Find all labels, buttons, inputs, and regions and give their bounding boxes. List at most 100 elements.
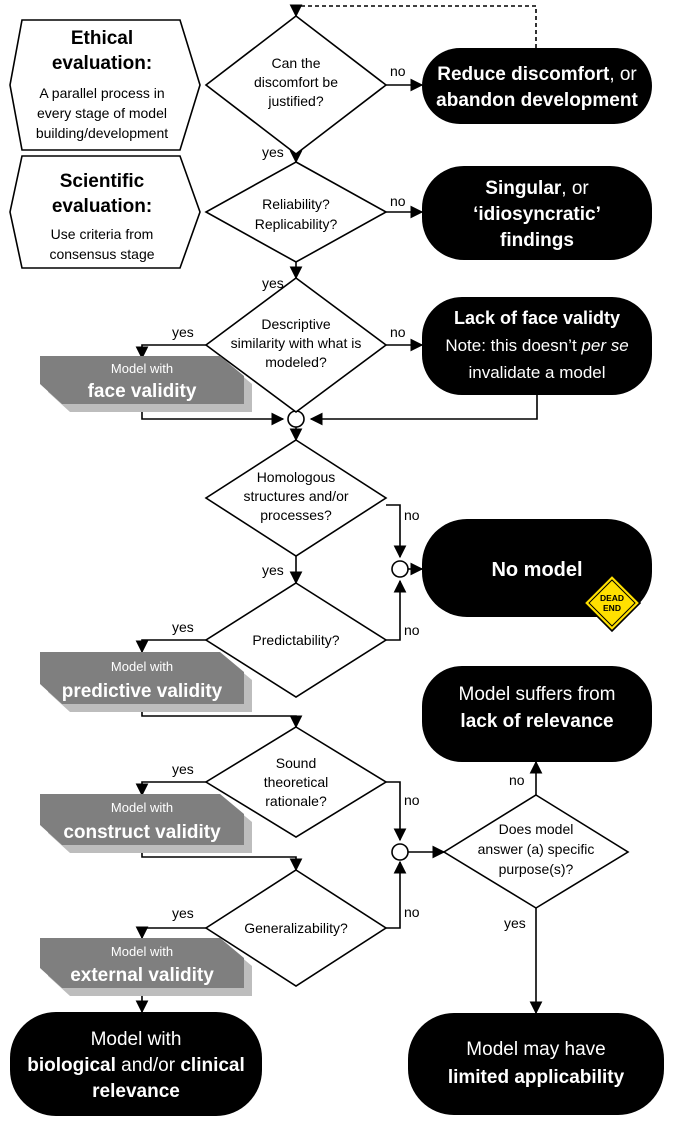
label-no: no (390, 63, 406, 79)
svg-text:lack of relevance: lack of relevance (460, 711, 613, 732)
dead-end-sign-icon: DEAD END (582, 573, 642, 633)
decision-reliability: Reliability? Replicability? (204, 161, 388, 263)
svg-text:Model suffers from: Model suffers from (459, 684, 616, 705)
svg-text:construct validity: construct validity (63, 822, 221, 843)
svg-text:purpose(s)?: purpose(s)? (499, 861, 574, 877)
edge-generalizability-yes (135, 926, 206, 940)
svg-text:END: END (603, 603, 621, 613)
svg-text:‘idiosyncratic’: ‘idiosyncratic’ (473, 204, 601, 225)
label-no: no (404, 904, 420, 920)
svg-text:biological and/or clinical: biological and/or clinical (27, 1055, 245, 1076)
label-no: no (390, 193, 406, 209)
svg-text:abandon development: abandon development (436, 90, 638, 111)
label-no: no (404, 507, 420, 523)
ethical-title-2: evaluation: (52, 53, 152, 74)
edge-labels: no yes no yes no yes no yes no yes yes n… (172, 63, 526, 931)
svg-text:similarity with what is: similarity with what is (231, 335, 362, 351)
svg-text:Predictability?: Predictability? (252, 632, 339, 648)
junction-circle-icon (287, 410, 305, 428)
svg-text:discomfort be: discomfort be (254, 74, 338, 90)
scientific-desc-1: Use criteria from (51, 226, 154, 242)
svg-text:structures and/or: structures and/or (243, 488, 348, 504)
svg-text:processes?: processes? (260, 507, 332, 523)
outcome-lack-face-validity: Lack of face validty Note: this doesn’t … (422, 297, 652, 395)
edge-lackface-to-junction (309, 395, 538, 426)
label-yes: yes (262, 144, 284, 160)
label-yes: yes (504, 915, 526, 931)
label-no: no (390, 324, 406, 340)
edge-theory-yes (135, 781, 206, 797)
svg-text:Reduce discomfort, or: Reduce discomfort, or (437, 64, 637, 85)
feedback-loop-arrow (289, 4, 537, 48)
edge-theory-no (386, 781, 407, 842)
svg-text:Model may have: Model may have (466, 1039, 605, 1060)
outcome-no-model: No model DEAD END (422, 519, 652, 633)
svg-text:external validity: external validity (70, 965, 214, 986)
decision-purpose: Does model answer (a) specific purpose(s… (442, 794, 630, 909)
decision-similarity: Descriptive similarity with what is mode… (204, 277, 388, 413)
svg-text:Descriptive: Descriptive (261, 316, 330, 332)
svg-text:Model with: Model with (111, 361, 173, 376)
outcome-limited-applicability: Model may have limited applicability (408, 1013, 664, 1115)
svg-text:face validity: face validity (88, 381, 197, 402)
label-yes: yes (172, 905, 194, 921)
decision-homologous: Homologous structures and/or processes? (204, 439, 388, 557)
ethical-desc-2: every stage of model (37, 105, 167, 121)
scientific-title-1: Scientific (60, 171, 145, 192)
edge-similarity-yes (135, 344, 206, 360)
svg-text:Note: this doesn’t per se: Note: this doesn’t per se (445, 336, 628, 355)
scientific-desc-2: consensus stage (49, 246, 154, 262)
svg-text:limited applicability: limited applicability (448, 1067, 625, 1088)
svg-text:invalidate a model: invalidate a model (468, 363, 605, 382)
outcome-biological-relevance: Model with biological and/or clinical re… (10, 1012, 262, 1116)
svg-text:Generalizability?: Generalizability? (244, 920, 348, 936)
decision-predictability: Predictability? (204, 582, 388, 698)
ethical-desc-1: A parallel process in (39, 85, 164, 101)
edge-homologous-no (386, 504, 407, 559)
junction-circle-icon (391, 560, 409, 578)
label-no: no (509, 772, 525, 788)
svg-text:Homologous: Homologous (257, 469, 336, 485)
svg-text:Reliability?: Reliability? (262, 196, 330, 212)
validity-face: Model with face validity (40, 356, 252, 412)
outcome-singular-findings: Singular, or ‘idiosyncratic’ findings (422, 166, 652, 260)
scientific-title-2: evaluation: (52, 196, 152, 217)
svg-text:DEAD: DEAD (600, 593, 624, 603)
svg-text:answer (a) specific: answer (a) specific (478, 841, 595, 857)
edge-generalizability-no (386, 860, 407, 929)
svg-text:Does model: Does model (499, 821, 574, 837)
svg-text:Replicability?: Replicability? (255, 216, 338, 232)
svg-text:Model with: Model with (111, 659, 173, 674)
outcome-reduce-discomfort: Reduce discomfort, or abandon developmen… (422, 48, 652, 124)
label-no: no (404, 792, 420, 808)
label-no: no (404, 622, 420, 638)
ethical-title-1: Ethical (71, 28, 133, 49)
svg-text:Model with: Model with (111, 944, 173, 959)
junction-circle-icon (391, 843, 409, 861)
edge-predictability-no (386, 579, 407, 641)
svg-text:Can the: Can the (271, 55, 320, 71)
svg-text:Model with: Model with (91, 1029, 182, 1050)
label-yes: yes (262, 275, 284, 291)
svg-text:No model: No model (491, 559, 582, 581)
svg-text:Sound: Sound (276, 755, 316, 771)
svg-text:modeled?: modeled? (265, 354, 327, 370)
ethical-desc-3: building/development (36, 125, 168, 141)
decision-theory: Sound theoretical rationale? (204, 726, 388, 838)
svg-text:predictive validity: predictive validity (62, 681, 223, 702)
decision-generalizability: Generalizability? (204, 869, 388, 987)
svg-text:Singular, or: Singular, or (485, 178, 589, 199)
edge-predictability-yes (135, 639, 206, 654)
label-yes: yes (172, 619, 194, 635)
svg-text:Model with: Model with (111, 800, 173, 815)
outcome-lack-of-relevance: Model suffers from lack of relevance (422, 666, 652, 762)
svg-text:theoretical: theoretical (264, 774, 329, 790)
svg-text:rationale?: rationale? (265, 793, 327, 809)
svg-text:Lack of face validty: Lack of face validty (454, 308, 620, 328)
validity-external: Model with external validity (40, 938, 252, 996)
label-yes: yes (262, 562, 284, 578)
label-yes: yes (172, 324, 194, 340)
ethical-evaluation-box: Ethical evaluation: A parallel process i… (9, 19, 201, 151)
validity-predictive: Model with predictive validity (40, 652, 252, 712)
